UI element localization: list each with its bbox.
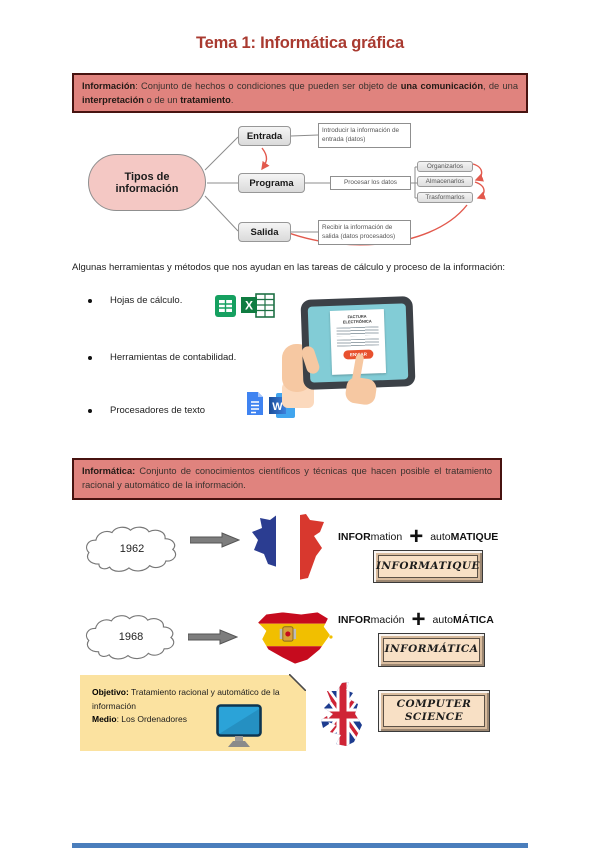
france-map-icon (252, 510, 324, 580)
uk-map-icon (321, 682, 362, 746)
diagram-desc-entrada: Introducir la información de entrada (da… (318, 123, 411, 148)
folded-corner-icon (289, 674, 306, 691)
tablet-invoice-illustration: FACTURA ELECTRÓNICA ENVIAR (282, 292, 417, 410)
diagram-node-programa: Programa (238, 173, 305, 193)
diagram-root-node: Tipos de información (88, 154, 206, 211)
year-label: 1968 (118, 631, 144, 643)
definition-text: Conjunto de conocimientos científicos y … (82, 466, 492, 491)
diagram-node-entrada: Entrada (238, 126, 291, 146)
word-part: auto (430, 531, 451, 543)
word-part-bold: INFOR (338, 531, 371, 543)
invoice-text-lines (336, 326, 379, 337)
list-item: Herramientas de contabilidad. (88, 352, 236, 363)
bullet-icon (88, 298, 92, 303)
diagram-desc-programa: Procesar los datos (330, 176, 411, 190)
plus-icon: + (411, 606, 426, 633)
invoice-title: FACTURA ELECTRÓNICA (342, 313, 372, 325)
definition-bold: tratamiento (180, 95, 231, 106)
bullet-icon (88, 408, 92, 413)
note-line: Medio: Los Ordenadores (92, 713, 294, 727)
list-item: Procesadores de texto (88, 405, 205, 416)
spain-map-icon (258, 612, 333, 664)
diagram-action-almacenarlos: Almacenarlos (417, 176, 473, 187)
note-label: Medio (92, 714, 117, 725)
definition-term: Informática: (82, 466, 136, 476)
hand-icon (344, 376, 378, 406)
objective-note: Objetivo: Tratamiento racional y automát… (80, 675, 306, 751)
definition-bold: interpretación (82, 95, 144, 106)
word-part: auto (432, 614, 453, 626)
word-part: mación (370, 614, 405, 626)
diagram-desc-salida: Recibir la información de salida (datos … (318, 220, 411, 245)
diagram-action-organizarlos: Organizarlos (417, 161, 473, 172)
svg-text:W: W (272, 401, 283, 413)
list-item-label: Hojas de cálculo. (110, 295, 183, 306)
computer-monitor-icon (216, 704, 262, 747)
cloud-shape-icon (86, 526, 177, 572)
note-line: Objetivo: Tratamiento racional y automát… (92, 686, 294, 713)
definition-box-informacion: Información: Conjunto de hechos o condic… (72, 73, 528, 113)
block-arrow-icon (190, 532, 240, 548)
diagram-node-salida: Salida (238, 222, 291, 242)
list-item: Hojas de cálculo. (88, 295, 182, 306)
result-plaque-informatique: INFORMATIQUE (373, 550, 483, 583)
result-plaque-informatica: INFORMÁTICA (378, 633, 485, 667)
list-item-label: Procesadores de texto (110, 405, 206, 416)
year-label: 1962 (119, 543, 145, 555)
google-sheets-icon (215, 295, 236, 317)
result-label: INFORMATIQUE (375, 559, 481, 572)
result-label: SCIENCE (404, 711, 464, 723)
result-label: INFORMÁTICA (384, 643, 479, 656)
note-label: Objetivo: (92, 687, 129, 697)
invoice-text-lines (336, 338, 380, 347)
result-plaque-computer-science: COMPUTER SCIENCE (378, 690, 490, 732)
definition-text: . (230, 95, 234, 106)
word-part-bold: MATIQUE (450, 531, 499, 543)
bullet-icon (88, 355, 92, 360)
definition-text: o de un (144, 95, 181, 106)
word-part-bold: INFOR (338, 614, 371, 626)
tools-intro-paragraph: Algunas herramientas y métodos que nos a… (72, 262, 506, 273)
result-label: COMPUTER (396, 697, 472, 710)
definition-bold: una comunicación (400, 81, 484, 91)
note-text: Tratamiento racional y automático de la … (92, 687, 280, 711)
definition-text: , de una (483, 81, 518, 91)
definition-box-informatica: Informática: Conjunto de conocimientos c… (72, 458, 502, 500)
word-part-bold: MÁTICA (452, 614, 494, 626)
diagram-action-trasformarlos: Trasformarlos (417, 192, 473, 203)
definition-term: Información (82, 81, 136, 91)
cloud-shape-icon (85, 615, 175, 660)
next-section-edge (72, 843, 528, 848)
plus-icon: + (409, 523, 424, 550)
list-item-label: Herramientas de contabilidad. (110, 352, 237, 363)
note-text: : Los Ordenadores (116, 714, 187, 725)
block-arrow-icon (188, 629, 238, 645)
page-title: Tema 1: Informática gráfica (196, 34, 404, 52)
definition-text: : Conjunto de hechos o condiciones que p… (135, 81, 401, 91)
svg-text:X: X (245, 299, 253, 313)
excel-icon: X (241, 293, 275, 318)
word-part: mation (370, 531, 403, 543)
google-docs-icon (247, 392, 263, 415)
